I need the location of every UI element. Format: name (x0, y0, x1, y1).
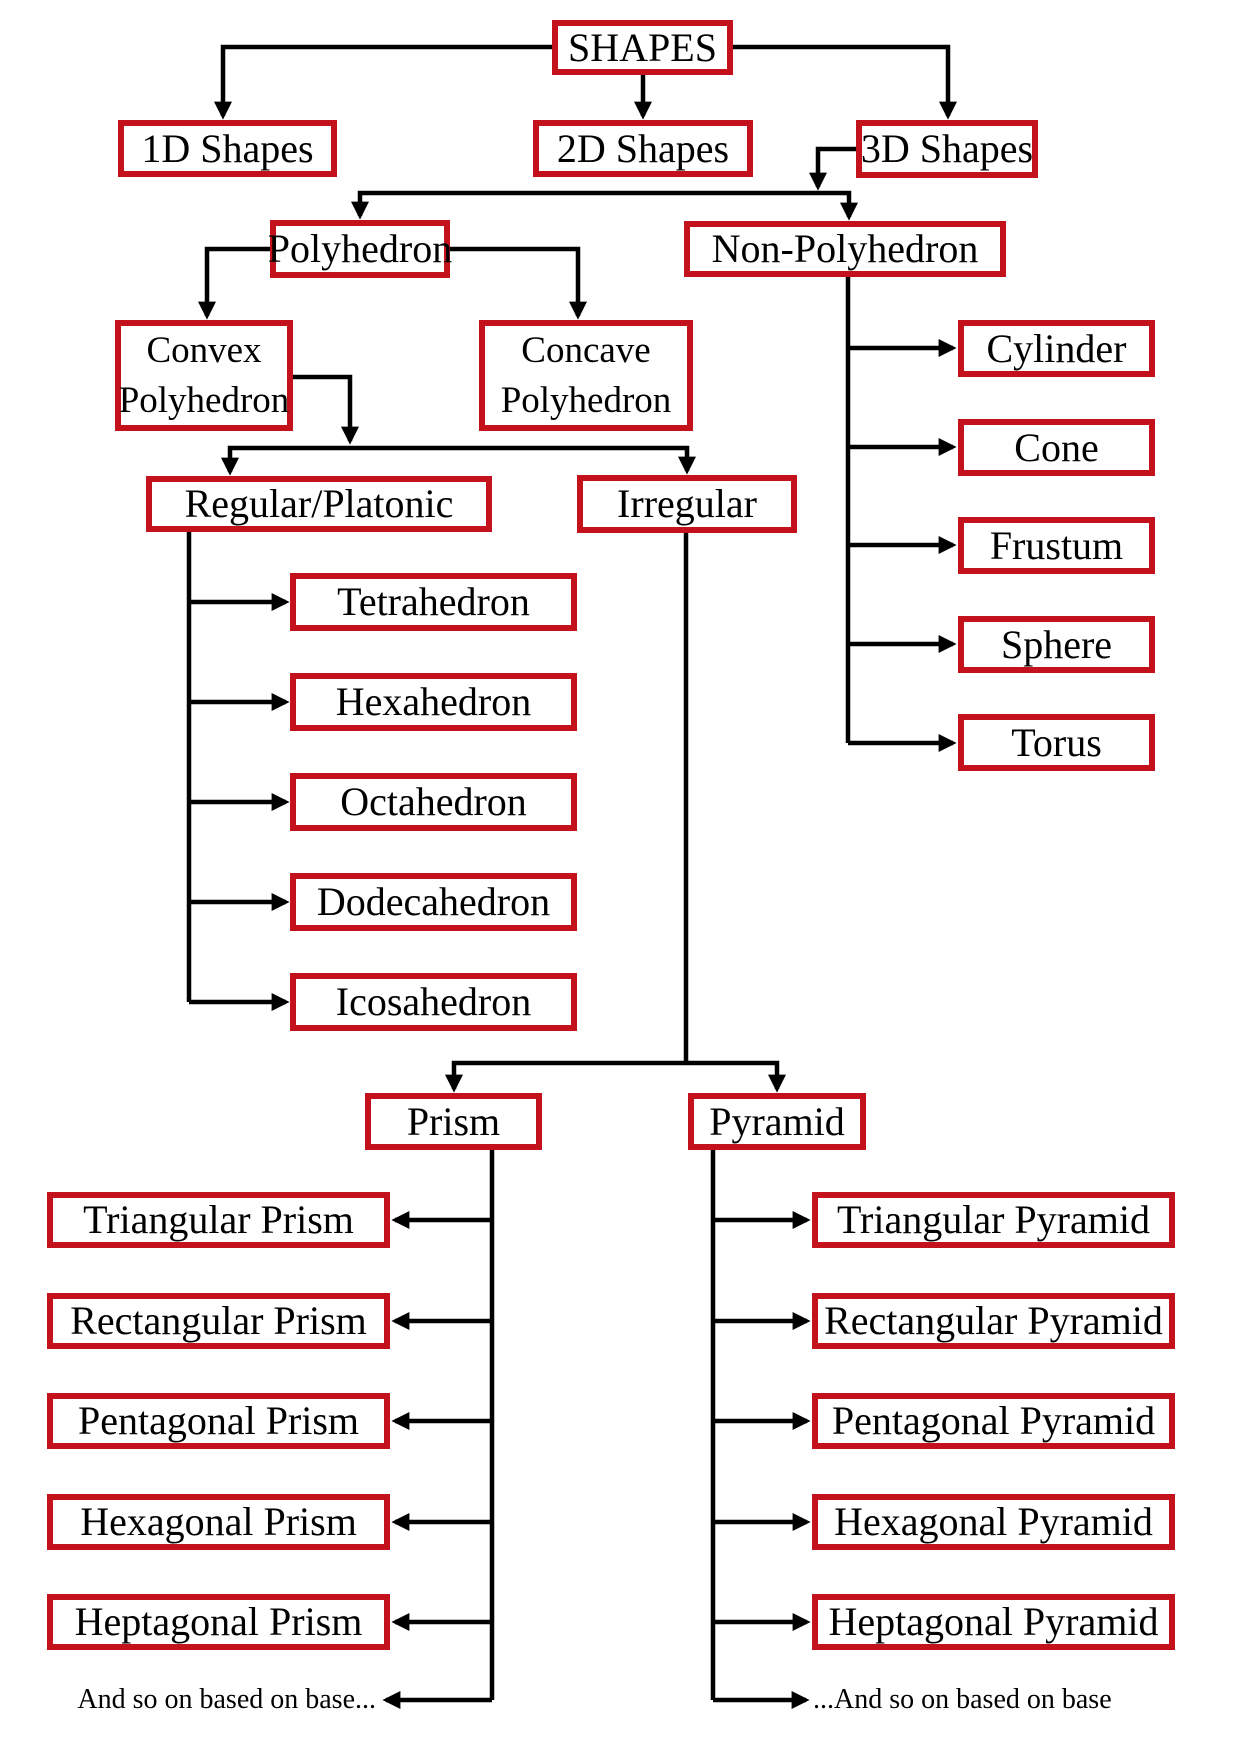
node-shapes: SHAPES (552, 20, 733, 75)
node-rectangular-prism: Rectangular Prism (47, 1293, 390, 1349)
node-non-polyhedron: Non-Polyhedron (684, 221, 1006, 277)
edge-irregular-pyramid (686, 1060, 786, 1093)
node-polyhedron: Polyhedron (268, 220, 452, 278)
node-irregular: Irregular (577, 475, 797, 533)
node-heptagonal-prism: Heptagonal Prism (47, 1594, 390, 1650)
node-triangular-pyramid: Triangular Pyramid (812, 1192, 1175, 1248)
edge-shapes-3d (733, 44, 957, 120)
node-hexagonal-pyramid: Hexagonal Pyramid (812, 1494, 1175, 1550)
edge-shapes-1d (214, 44, 552, 120)
edge-3d-polyhedron (351, 190, 818, 220)
node-sphere: Sphere (958, 616, 1155, 673)
node-rectangular-pyramid: Rectangular Pyramid (812, 1293, 1175, 1349)
node-regular-platonic: Regular/Platonic (146, 476, 492, 532)
prism-continuation-caption: And so on based on base... (77, 1684, 376, 1715)
edge-irregular-prism (445, 1060, 686, 1093)
node-octahedron: Octahedron (290, 773, 577, 831)
edge-polyhedron-convex (198, 246, 270, 320)
node-cone: Cone (958, 419, 1155, 476)
node-pentagonal-prism: Pentagonal Prism (47, 1393, 390, 1449)
node-icosahedron: Icosahedron (290, 973, 577, 1031)
node-3d-shapes: 3D Shapes (856, 120, 1038, 178)
node-prism: Prism (365, 1093, 542, 1150)
node-heptagonal-pyramid: Heptagonal Pyramid (812, 1594, 1175, 1650)
pyramid-continuation-caption: ...And so on based on base (813, 1684, 1112, 1715)
edge-polyhedron-concave (450, 246, 587, 320)
node-frustum: Frustum (958, 517, 1155, 574)
node-tetrahedron: Tetrahedron (290, 573, 577, 631)
node-cylinder: Cylinder (958, 320, 1155, 377)
node-pyramid: Pyramid (688, 1093, 866, 1150)
edge-convex-split (293, 374, 359, 445)
node-torus: Torus (958, 714, 1155, 771)
node-triangular-prism: Triangular Prism (47, 1192, 390, 1248)
node-concave-polyhedron: Concave Polyhedron (479, 320, 693, 431)
edge-3d-feed (809, 146, 856, 191)
node-hexahedron: Hexahedron (290, 673, 577, 731)
edge-split-regular (221, 445, 350, 476)
node-1d-shapes: 1D Shapes (118, 120, 337, 177)
node-2d-shapes: 2D Shapes (533, 120, 753, 177)
node-pentagonal-pyramid: Pentagonal Pyramid (812, 1393, 1175, 1449)
edge-split-irregular (350, 445, 696, 475)
edge-3d-non-polyhedron (818, 190, 858, 221)
node-hexagonal-prism: Hexagonal Prism (47, 1494, 390, 1550)
node-convex-polyhedron: Convex Polyhedron (115, 320, 293, 431)
node-dodecahedron: Dodecahedron (290, 873, 577, 931)
